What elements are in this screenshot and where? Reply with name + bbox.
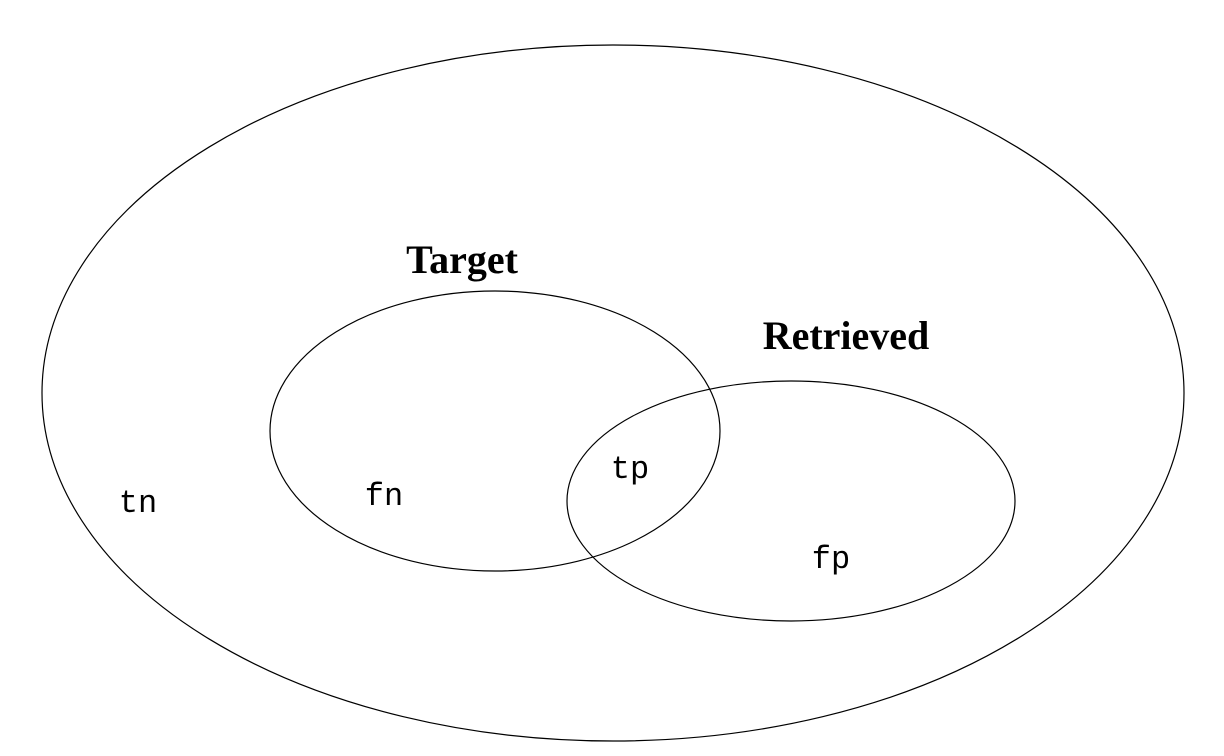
- region-label-tp: tp: [611, 451, 649, 488]
- region-label-fp: fp: [812, 541, 850, 578]
- retrieved-set-label: Retrieved: [763, 313, 930, 358]
- region-label-fn: fn: [365, 478, 403, 515]
- universe-ellipse: [41, 44, 1185, 742]
- target-set-ellipse: [269, 290, 721, 572]
- region-label-tn: tn: [119, 485, 157, 522]
- target-set-label: Target: [406, 237, 519, 282]
- retrieved-set-ellipse: [566, 380, 1016, 622]
